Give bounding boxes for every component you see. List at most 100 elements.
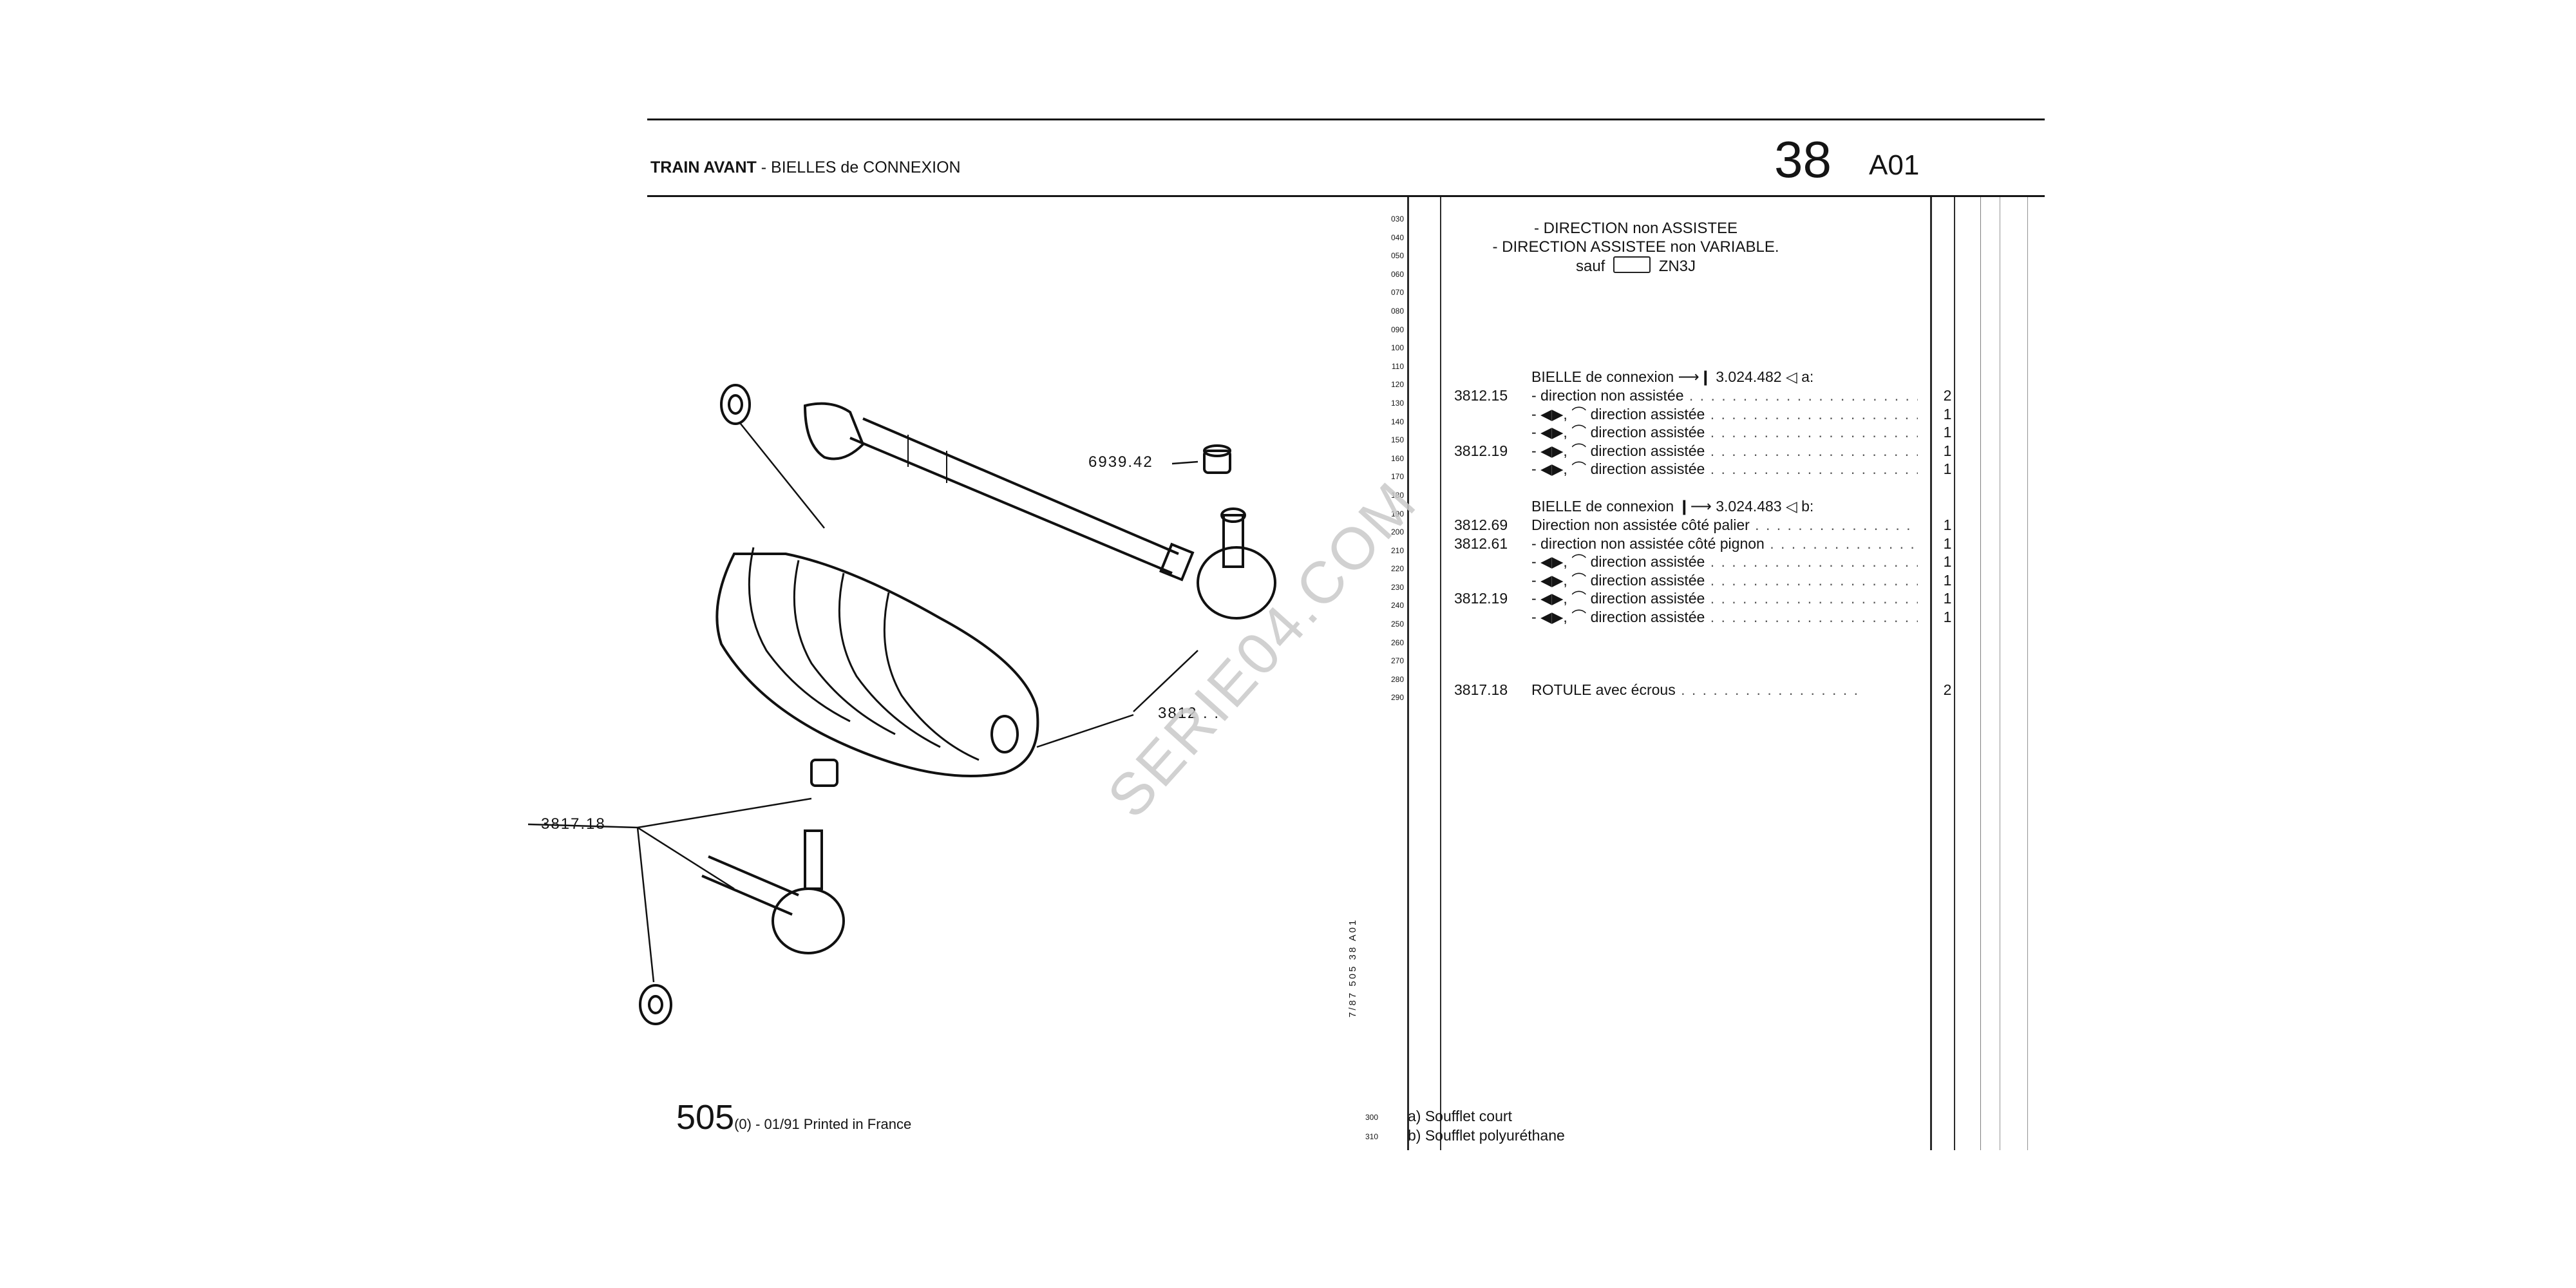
section-code: A01 bbox=[1869, 149, 1920, 181]
table-row: - ◀▶, ⌒ direction assistée . . . . . . .… bbox=[1454, 553, 1944, 571]
steering-side-icon: - ◀▶, ⌒ bbox=[1531, 590, 1591, 607]
line-number: 200 bbox=[1390, 527, 1404, 537]
table-row: 3812.19 - ◀▶, ⌒ direction assistée . . . … bbox=[1454, 442, 1944, 460]
steering-side-icon: - ◀▶, ⌒ bbox=[1531, 553, 1591, 571]
footnote-2: b) Soufflet polyuréthane bbox=[1408, 1127, 1565, 1144]
steering-side-icon: - ◀▶, ⌒ bbox=[1531, 442, 1591, 459]
ball-joint-icon bbox=[1197, 507, 1276, 620]
callout-tie-rod: 3812 . . bbox=[1158, 705, 1220, 722]
part-ref: 3812.19 bbox=[1454, 442, 1508, 459]
footer-print-info: (0) - 01/91 Printed in France bbox=[734, 1116, 912, 1132]
line-number: 040 bbox=[1390, 232, 1404, 242]
part-qty: 1 bbox=[1943, 553, 1952, 571]
table-row: 3812.19 - ◀▶, ⌒ direction assistée . . . … bbox=[1454, 589, 1944, 607]
rotule-qty: 2 bbox=[1943, 681, 1952, 698]
part-qty: 1 bbox=[1943, 424, 1952, 441]
line-number: 240 bbox=[1390, 601, 1404, 611]
lock-washer-icon bbox=[720, 384, 751, 425]
table-rule-7 bbox=[2027, 197, 2028, 1150]
steering-side-icon: - ◀▶, ⌒ bbox=[1531, 424, 1591, 441]
line-number: 220 bbox=[1390, 564, 1404, 574]
line-number: 150 bbox=[1390, 435, 1404, 445]
intro-line-3: sauf ZN3J bbox=[1575, 256, 1696, 275]
line-number: 260 bbox=[1390, 638, 1404, 647]
footer: 505(0) - 01/91 Printed in France bbox=[676, 1097, 911, 1137]
vehicle-code-icon bbox=[1613, 256, 1651, 273]
table-rule-2 bbox=[1440, 197, 1441, 1150]
part-desc: - ◀▶, ⌒ direction assistée . . . . . . .… bbox=[1531, 460, 1918, 478]
line-number: 210 bbox=[1390, 545, 1404, 555]
table-rule-3 bbox=[1930, 197, 1932, 1150]
nut-icon bbox=[1203, 444, 1231, 474]
part-qty: 1 bbox=[1943, 405, 1952, 422]
line-number: 230 bbox=[1390, 582, 1404, 592]
part-desc: - direction non assistée . . . . . . . .… bbox=[1531, 387, 1918, 404]
part-ref: 3812.61 bbox=[1454, 535, 1508, 552]
line-number: 270 bbox=[1390, 656, 1404, 666]
steering-side-icon: - ◀▶, ⌒ bbox=[1531, 405, 1591, 422]
table-rule-5 bbox=[1980, 197, 1981, 1150]
triangle-left-icon: ◁ bbox=[1785, 498, 1797, 515]
line-number: 140 bbox=[1390, 417, 1404, 426]
steering-side-icon: - ◀▶, ⌒ bbox=[1531, 609, 1591, 625]
part-desc: - ◀▶, ⌒ direction assistée . . . . . . .… bbox=[1531, 571, 1918, 589]
rotule-ref: 3817.18 bbox=[1454, 681, 1508, 698]
line-number: 110 bbox=[1391, 361, 1404, 371]
part-qty: 1 bbox=[1943, 460, 1952, 478]
part-ref: 3812.19 bbox=[1454, 590, 1508, 607]
table-row: - ◀▶, ⌒ direction assistée . . . . . . .… bbox=[1454, 608, 1944, 626]
arrow-right-icon: ⟶❙ bbox=[1678, 368, 1712, 385]
part-ref: 3812.15 bbox=[1454, 387, 1508, 404]
line-number: 080 bbox=[1390, 306, 1404, 316]
line-number: 170 bbox=[1390, 472, 1404, 482]
group-b-title: BIELLE de connexion ❙⟶ 3.024.483 ◁ b: bbox=[1531, 498, 1814, 515]
rotule-desc: ROTULE avec écrous . . . . . . . . . . .… bbox=[1531, 681, 1859, 698]
footnote-1: a) Soufflet court bbox=[1408, 1108, 1512, 1124]
part-qty: 1 bbox=[1943, 442, 1952, 459]
part-desc: - ◀▶, ⌒ direction assistée . . . . . . .… bbox=[1531, 442, 1918, 459]
header-bottom-rule bbox=[647, 195, 2045, 197]
table-row: 3812.61- direction non assistée côté pig… bbox=[1454, 535, 1944, 553]
line-number: 120 bbox=[1390, 380, 1404, 390]
header-top-rule bbox=[647, 118, 2045, 120]
line-number: 050 bbox=[1390, 251, 1404, 261]
table-row: 3812.69 Direction non assistée côté palie… bbox=[1454, 516, 1944, 534]
steering-side-icon: - ◀▶, ⌒ bbox=[1531, 571, 1591, 589]
table-rule-4 bbox=[1954, 197, 1955, 1150]
part-qty: 1 bbox=[1943, 535, 1952, 552]
table-row: - ◀▶, ⌒ direction assistée . . . . . . .… bbox=[1454, 405, 1944, 423]
line-number: 250 bbox=[1390, 620, 1404, 629]
tie-rod-icon bbox=[803, 402, 1195, 582]
vertical-reference: 7/87 505 38 A01 bbox=[1347, 918, 1358, 1018]
exploded-diagram bbox=[528, 384, 1276, 1025]
line-number: 190 bbox=[1390, 509, 1404, 518]
section-number: 38 bbox=[1774, 131, 1832, 188]
part-qty: 1 bbox=[1943, 516, 1952, 533]
rubber-boot-icon bbox=[715, 547, 1039, 777]
intro-block: - DIRECTION non ASSISTEE - DIRECTION ASS… bbox=[1410, 219, 1861, 276]
line-number: 280 bbox=[1390, 674, 1404, 684]
line-number: 100 bbox=[1390, 343, 1404, 353]
line-number: 130 bbox=[1390, 398, 1404, 408]
part-ref: 3812.69 bbox=[1454, 516, 1508, 533]
part-desc: - ◀▶, ⌒ direction assistée . . . . . . .… bbox=[1531, 609, 1918, 625]
line-number: 030 bbox=[1390, 214, 1404, 223]
part-desc: - ◀▶, ⌒ direction assistée . . . . . . .… bbox=[1531, 590, 1918, 607]
line-number: 290 bbox=[1390, 693, 1404, 703]
intro-line-1: - DIRECTION non ASSISTEE bbox=[1533, 220, 1738, 237]
table-rule-1 bbox=[1407, 197, 1409, 1150]
part-desc: - ◀▶, ⌒ direction assistée . . . . . . .… bbox=[1531, 424, 1918, 441]
triangle-left-icon: ◁ bbox=[1785, 368, 1797, 385]
line-number: 060 bbox=[1390, 269, 1404, 279]
part-qty: 1 bbox=[1943, 609, 1952, 625]
page-title: TRAIN AVANT - BIELLES de CONNEXION bbox=[650, 158, 961, 176]
part-desc: - ◀▶, ⌒ direction assistée . . . . . . .… bbox=[1531, 405, 1918, 422]
part-qty: 1 bbox=[1943, 590, 1952, 607]
table-row: - ◀▶, ⌒ direction assistée . . . . . . .… bbox=[1454, 423, 1944, 441]
line-number: 070 bbox=[1390, 288, 1404, 298]
part-qty: 1 bbox=[1943, 571, 1952, 589]
rotule-row: 3817.18 ROTULE avec écrous . . . . . . .… bbox=[1454, 681, 1944, 699]
table-row: - ◀▶, ⌒ direction assistée . . . . . . .… bbox=[1454, 571, 1944, 589]
part-desc: Direction non assistée côté palier . . .… bbox=[1531, 516, 1918, 533]
